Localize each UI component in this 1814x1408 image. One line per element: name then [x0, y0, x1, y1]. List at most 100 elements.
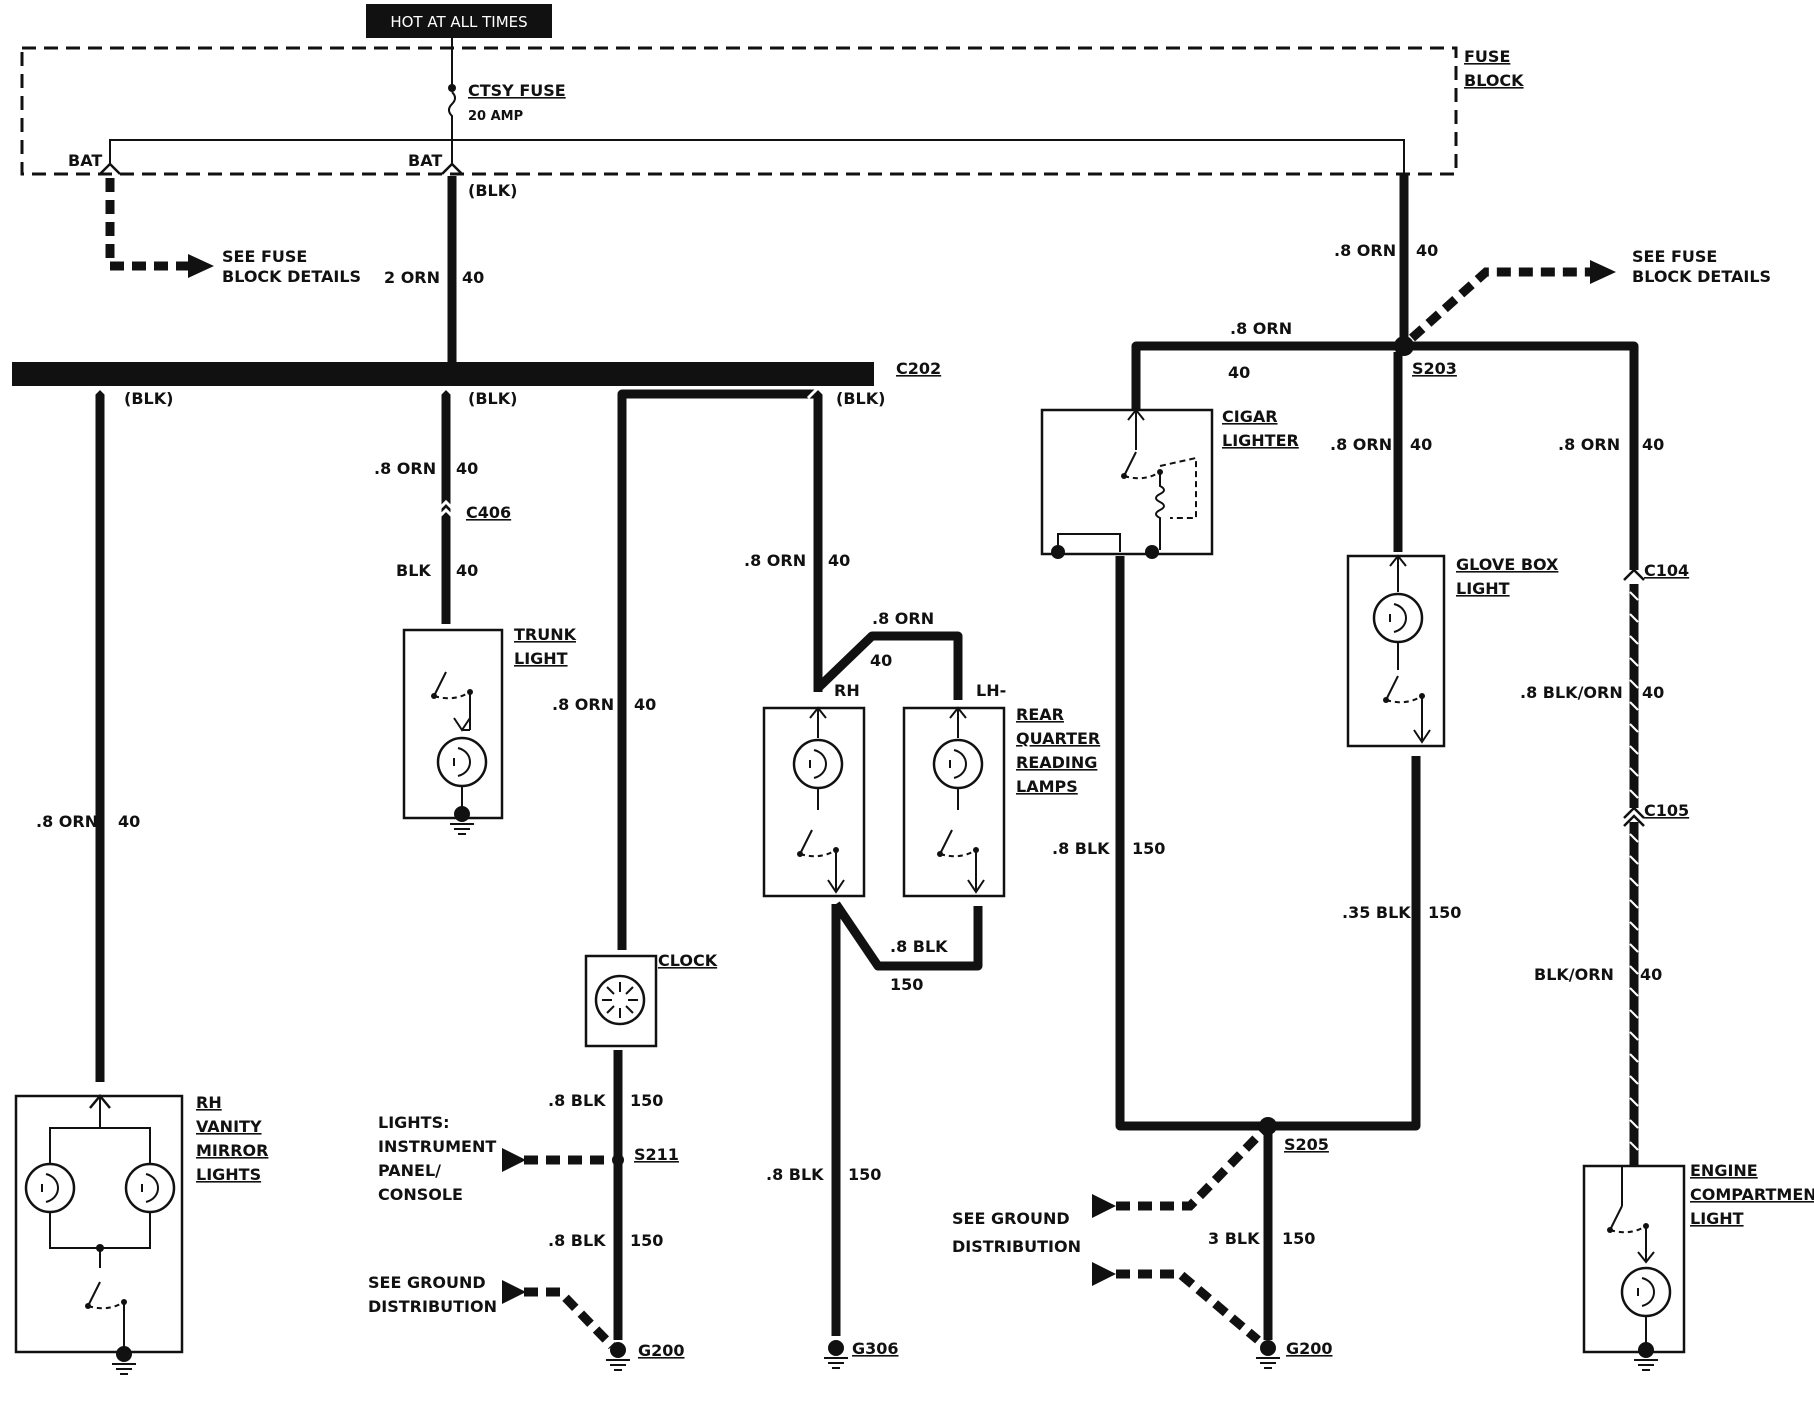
lights-ip-1: LIGHTS: — [378, 1113, 450, 1132]
hot-at-all-times-banner: HOT AT ALL TIMES — [366, 4, 552, 38]
wire-stripe — [1629, 591, 1639, 601]
engine-compartment-light — [1582, 1164, 1686, 1354]
bat-center-label: BAT — [408, 151, 442, 170]
trunk-feed2-circuit: 40 — [456, 561, 478, 580]
reading-gnd-circuit: 150 — [848, 1165, 881, 1184]
reading-gnd-jumper-gauge: .8 BLK — [890, 937, 948, 956]
ground-dist-right-2: DISTRIBUTION — [952, 1237, 1081, 1256]
wire-stripe — [1629, 679, 1639, 689]
wire-stripe — [1629, 701, 1639, 711]
s211-splice — [612, 1154, 624, 1166]
trunk-light — [402, 628, 504, 820]
trunk-feed2-gauge: BLK — [396, 561, 431, 580]
trunk-feed1-gauge: .8 ORN — [374, 459, 436, 478]
see-fuse-right-2: BLOCK DETAILS — [1632, 267, 1771, 286]
wire-stripe — [1629, 921, 1639, 931]
clock-gnd2-gauge: .8 BLK — [548, 1231, 606, 1250]
reading-jumper-gauge: .8 ORN — [872, 609, 934, 628]
see-fuse-right-arrow — [1409, 267, 1592, 342]
s205-label: S205 — [1284, 1135, 1329, 1154]
right-feed-circuit: 40 — [1416, 241, 1438, 260]
engine-low-gauge: BLK/ORN — [1534, 965, 1614, 984]
engine-feed-gauge: .8 ORN — [1558, 435, 1620, 454]
glove-box-light — [1346, 554, 1446, 748]
g200-left-label: G200 — [638, 1341, 685, 1360]
reading-label-1: REAR — [1016, 705, 1064, 724]
s205-gnd-circuit: 150 — [1282, 1229, 1315, 1248]
vanity-label-1: RH — [196, 1093, 222, 1112]
cigar-gnd-gauge: .8 BLK — [1052, 839, 1110, 858]
reading-feed-circuit: 40 — [828, 551, 850, 570]
clock-gnd1-gauge: .8 BLK — [548, 1091, 606, 1110]
fuse-block-bus — [109, 139, 1405, 174]
blk-center-label: (BLK) — [468, 181, 517, 200]
reading-lamp-lh — [902, 706, 1006, 898]
wire-stripe — [1629, 613, 1639, 623]
lights-ip-2: INSTRUMENT — [378, 1137, 496, 1156]
ground-dist-left-2: DISTRIBUTION — [368, 1297, 497, 1316]
ground-dist-left-1: SEE GROUND — [368, 1273, 486, 1292]
clock-label: CLOCK — [658, 951, 718, 970]
glove-label-1: GLOVE BOX — [1456, 555, 1559, 574]
wire-stripe — [1629, 943, 1639, 953]
cigar-feed-circuit: 40 — [1228, 363, 1250, 382]
wire-stripe — [1629, 723, 1639, 733]
s203-label: S203 — [1412, 359, 1457, 378]
wire-stripe — [1629, 1097, 1639, 1107]
lh-label: LH- — [976, 681, 1006, 700]
reading-gnd-gauge: .8 BLK — [766, 1165, 824, 1184]
glove-gnd-circuit: 150 — [1428, 903, 1461, 922]
vanity-label-4: LIGHTS — [196, 1165, 261, 1184]
engine-mid-gauge: .8 BLK/ORN — [1520, 683, 1623, 702]
s205-gnd-gauge: 3 BLK — [1208, 1229, 1260, 1248]
lights-ip-3: PANEL/ — [378, 1161, 441, 1180]
s211-label: S211 — [634, 1145, 679, 1164]
engine-label-3: LIGHT — [1690, 1209, 1744, 1228]
engine-label-2: COMPARTMENT — [1690, 1185, 1814, 1204]
fuse-symbol — [448, 91, 456, 130]
wire-stripe — [1629, 1075, 1639, 1085]
glove-label-2: LIGHT — [1456, 579, 1510, 598]
reading-lamp-rh — [762, 706, 866, 898]
fuse-rating-label: 20 AMP — [468, 109, 523, 124]
cigar-feed-gauge: .8 ORN — [1230, 319, 1292, 338]
c406-label: C406 — [466, 503, 511, 522]
clock-feed-gauge: .8 ORN — [552, 695, 614, 714]
clock-feed-circuit: 40 — [634, 695, 656, 714]
see-fuse-left-1: SEE FUSE — [222, 247, 307, 266]
reading-feed-gauge: .8 ORN — [744, 551, 806, 570]
trunk-label-2: LIGHT — [514, 649, 568, 668]
hot-label: HOT AT ALL TIMES — [390, 13, 527, 31]
glove-feed-gauge: .8 ORN — [1330, 435, 1392, 454]
blk-mid-label: (BLK) — [468, 389, 517, 408]
c406-connector — [434, 499, 458, 522]
clock — [584, 954, 658, 1048]
wire-stripe — [1629, 899, 1639, 909]
reading-gnd-jumper-circuit: 150 — [890, 975, 923, 994]
reading-label-4: LAMPS — [1016, 777, 1078, 796]
wire-stripe — [1629, 1031, 1639, 1041]
wire-stripe — [1629, 855, 1639, 865]
reading-label-2: QUARTER — [1016, 729, 1100, 748]
main-feed-circuit: 40 — [462, 268, 484, 287]
wire-stripe — [1629, 657, 1639, 667]
blk-right-label: (BLK) — [836, 389, 885, 408]
ground-dist-right-1: SEE GROUND — [952, 1209, 1070, 1228]
c105-connector — [1623, 806, 1645, 827]
lights-ip-4: CONSOLE — [378, 1185, 463, 1204]
cigar-lighter — [1040, 408, 1214, 559]
reading-jumper-circuit: 40 — [870, 651, 892, 670]
fuse-block-outline — [20, 46, 1458, 176]
engine-feed-circuit: 40 — [1642, 435, 1664, 454]
cigar-label-2: LIGHTER — [1222, 431, 1299, 450]
main-feed-gauge: 2 ORN — [384, 268, 440, 287]
see-fuse-left-2: BLOCK DETAILS — [222, 267, 361, 286]
rh-label: RH — [834, 681, 860, 700]
clock-gnd1-circuit: 150 — [630, 1091, 663, 1110]
glove-feed-circuit: 40 — [1410, 435, 1432, 454]
engine-label-1: ENGINE — [1690, 1161, 1758, 1180]
wire-stripe — [1629, 1053, 1639, 1063]
vanity-label-2: VANITY — [196, 1117, 262, 1136]
c202-connector — [12, 362, 874, 386]
